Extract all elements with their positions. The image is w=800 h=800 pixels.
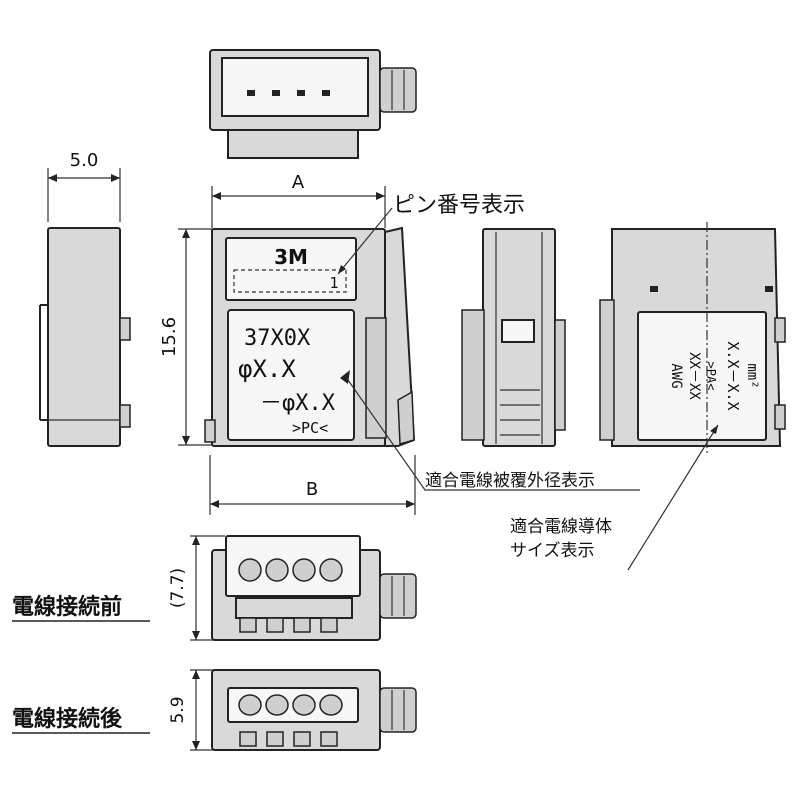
awg-range-mark: XX－XX	[686, 352, 702, 400]
side-material-mark: >PA<	[704, 362, 718, 391]
od-max-mark: －φX.X	[260, 391, 336, 416]
width-b-label: B	[306, 479, 318, 500]
od-min-mark: φX.X	[238, 355, 296, 383]
dimension-b: B	[209, 455, 416, 515]
pin-digit: 1	[329, 274, 338, 292]
after-connection-label: 電線接続後	[12, 706, 123, 732]
height-after-label: 5.9	[168, 696, 188, 723]
middle-side-view	[461, 228, 566, 447]
dimension-side-width: 5.0	[47, 150, 121, 222]
before-connection-view: (7.7)	[168, 535, 417, 641]
unit-mark: mm²	[744, 363, 760, 388]
conductor-size-line1: 適合電線導体	[510, 517, 612, 537]
awg-mark: AWG	[668, 363, 684, 388]
right-side-view: AWG XX－XX >PA< X.X－X.X mm²	[599, 222, 786, 455]
conductor-size-callout: 適合電線導体 サイズ表示	[510, 424, 719, 571]
front-view: 3M 1 37X0X φX.X －φX.X >PC<	[204, 226, 416, 447]
top-view	[209, 49, 417, 159]
before-connection-label: 電線接続前	[12, 594, 122, 620]
model-mark: 37X0X	[244, 326, 311, 351]
left-side-view	[39, 227, 131, 447]
material-mark: >PC<	[292, 419, 328, 437]
insulation-od-callout: 適合電線被覆外径表示	[347, 379, 640, 491]
height-before-label: (7.7)	[168, 568, 188, 608]
dimension-a: A	[211, 172, 386, 228]
mm-range-mark: X.X－X.X	[724, 341, 742, 410]
height-label: 15.6	[159, 317, 180, 357]
dimension-height: 15.6	[159, 228, 212, 446]
side-width-label: 5.0	[70, 150, 99, 171]
conductor-size-line2: サイズ表示	[510, 541, 595, 561]
pin-number-callout: ピン番号表示	[337, 193, 525, 275]
insulation-od-label: 適合電線被覆外径表示	[425, 471, 595, 491]
brand-mark: 3M	[274, 245, 308, 269]
after-connection-view: 5.9	[168, 669, 417, 751]
pin-number-label: ピン番号表示	[393, 193, 525, 218]
width-a-label: A	[292, 172, 305, 193]
